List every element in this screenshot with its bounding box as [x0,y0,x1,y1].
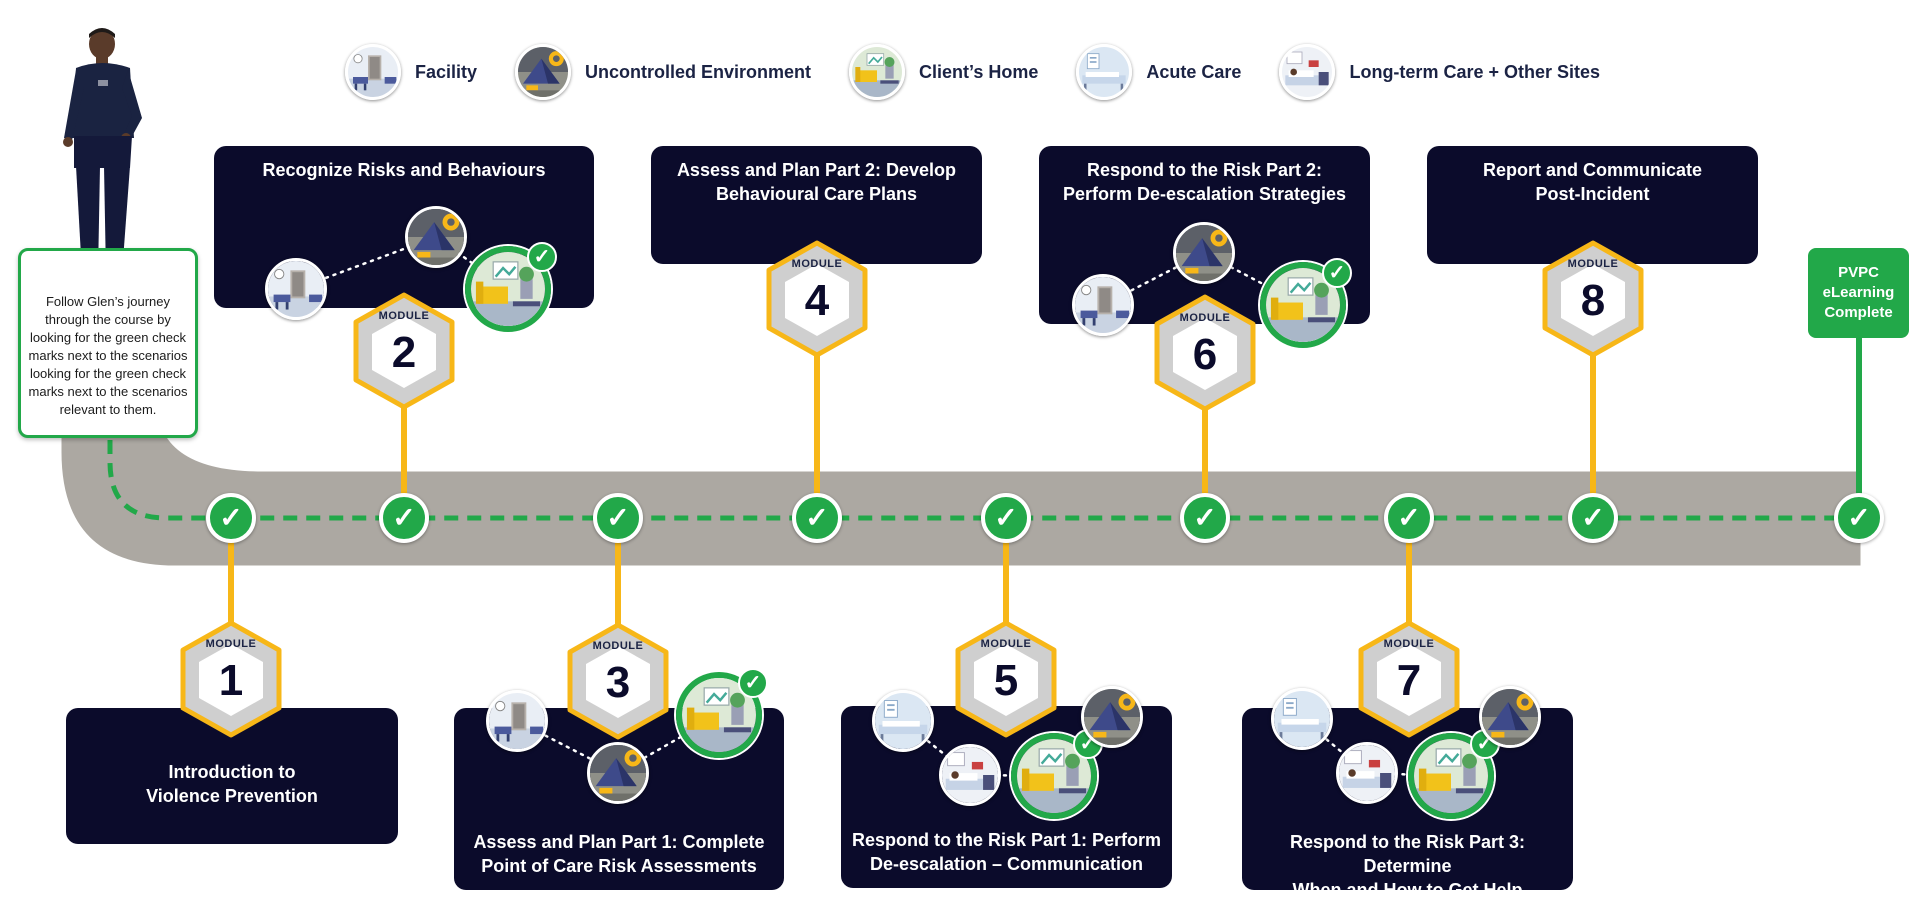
module-1-title: Introduction to Violence Prevention [146,762,318,806]
module-badge-label: MODULE [1567,258,1619,270]
course-complete-badge: PVPC eLearning Complete [1808,248,1909,338]
legend-label: Client’s Home [919,61,1039,82]
module-2-scenario-uncontrolled [405,206,467,268]
legend-item: Facility [345,44,477,100]
checkpoint-check-icon: ✓ [1568,493,1618,543]
module-badge-number: 4 [804,276,830,325]
module-4-card[interactable]: Assess and Plan Part 2: Develop Behaviou… [651,146,982,264]
journey-dashed-path [107,440,1858,521]
module-1-badge[interactable]: MODULE 1 [179,620,283,738]
acute-scenario-icon [872,690,934,752]
legend-label: Long-term Care + Other Sites [1349,61,1601,82]
module-2-scenario-facility [265,258,327,320]
uncontrolled-environment-icon [515,44,572,100]
module-6-title: Respond to the Risk Part 2: Perform De-e… [1062,160,1347,204]
module-5-badge[interactable]: MODULE 5 [954,620,1058,738]
module-2-scenario-home: ✓ [465,242,557,332]
relevant-check-icon: ✓ [527,242,557,272]
uncontrolled-scenario-icon [587,742,649,804]
legend-item: Uncontrolled Environment [515,44,811,100]
module-badge-label: MODULE [791,258,843,270]
module-5-title: Respond to the Risk Part 1: Perform De-e… [851,830,1162,874]
intro-instruction-text: Follow Glen’s journey through the course… [28,294,188,417]
module-3-badge[interactable]: MODULE 3 [566,622,670,740]
scenario-legend: Facility Uncontrolled Environment Client’s… [345,44,1638,100]
module-badge-number: 5 [993,656,1019,705]
module-3-title: Assess and Plan Part 1: Complete Point o… [473,832,765,876]
facility-scenario-icon [486,690,548,752]
longterm-scenario-icon [939,744,1001,806]
course-complete-text: PVPC eLearning Complete [1822,264,1895,321]
checkpoint-check-icon: ✓ [379,493,429,543]
module-5-scenario-uncontrolled [1081,686,1143,748]
module-badge-number: 8 [1580,276,1606,325]
acute-scenario-icon [1271,688,1333,750]
module-3-scenario-facility [486,690,548,752]
module-badge-label: MODULE [592,640,644,652]
acute-care-icon [1076,44,1133,100]
module-2-title: Recognize Risks and Behaviours [262,160,546,180]
checkpoint-check-icon: ✓ [206,493,256,543]
module-7-badge[interactable]: MODULE 7 [1357,620,1461,738]
module-6-scenario-facility [1072,274,1134,336]
module-8-title: Report and Communicate Post-Incident [1482,160,1703,204]
uncontrolled-scenario-icon [1081,686,1143,748]
module-6-badge[interactable]: MODULE 6 [1153,294,1257,412]
long-term-care-icon [1279,44,1336,100]
checkpoint-check-icon: ✓ [1834,493,1884,543]
module-badge-label: MODULE [1179,312,1231,324]
home-scenario-icon [1408,733,1494,819]
module-2-badge[interactable]: MODULE 2 [352,292,456,410]
module-badge-number: 2 [391,328,417,377]
facility-scenario-icon [1072,274,1134,336]
module-7-title: Respond to the Risk Part 3: Determine Wh… [1289,832,1526,900]
module-badge-number: 7 [1396,656,1422,705]
module-badge-number: 3 [605,658,631,707]
module-5-scenario-longterm [939,744,1001,806]
home-scenario-icon [1260,262,1346,348]
module-8-badge[interactable]: MODULE 8 [1541,240,1645,358]
module-badge-number: 1 [218,656,244,705]
uncontrolled-scenario-icon [1479,686,1541,748]
module-3-scenario-home: ✓ [676,668,768,758]
relevant-check-icon: ✓ [1322,258,1352,288]
checkpoint-check-icon: ✓ [792,493,842,543]
checkpoint-check-icon: ✓ [1384,493,1434,543]
facility-icon [345,44,401,100]
module-6-scenario-home: ✓ [1260,258,1352,348]
legend-item: Acute Care [1076,44,1241,100]
checkpoint-check-icon: ✓ [593,493,643,543]
module-badge-label: MODULE [980,638,1032,650]
longterm-scenario-icon [1336,742,1398,804]
clients-home-icon [849,44,906,100]
legend-label: Uncontrolled Environment [585,61,812,82]
legend-label: Acute Care [1146,61,1242,82]
facility-scenario-icon [265,258,327,320]
legend-item: Long-term Care + Other Sites [1279,44,1600,100]
relevant-check-icon: ✓ [738,668,768,698]
legend-item: Client’s Home [849,44,1038,100]
module-badge-label: MODULE [378,310,430,322]
glen-character-illustration [63,28,142,284]
module-6-scenario-uncontrolled [1173,222,1235,284]
checkpoint-check-icon: ✓ [1180,493,1230,543]
module-5-scenario-acute [872,690,934,752]
module-3-scenario-uncontrolled [587,742,649,804]
module-7-scenario-uncontrolled [1479,686,1541,748]
checkpoint-check-icon: ✓ [981,493,1031,543]
module-5-scenario-home: ✓ [1011,729,1103,819]
module-badge-number: 6 [1192,330,1218,379]
module-7-scenario-longterm [1336,742,1398,804]
module-badge-label: MODULE [1383,638,1435,650]
uncontrolled-scenario-icon [1173,222,1235,284]
module-7-scenario-acute [1271,688,1333,750]
uncontrolled-scenario-icon [405,206,467,268]
module-4-badge[interactable]: MODULE 4 [765,240,869,358]
intro-instruction-card: Follow Glen’s journey through the course… [18,248,198,438]
module-badge-label: MODULE [205,638,257,650]
legend-label: Facility [415,61,478,82]
module-4-title: Assess and Plan Part 2: Develop Behaviou… [676,160,957,204]
